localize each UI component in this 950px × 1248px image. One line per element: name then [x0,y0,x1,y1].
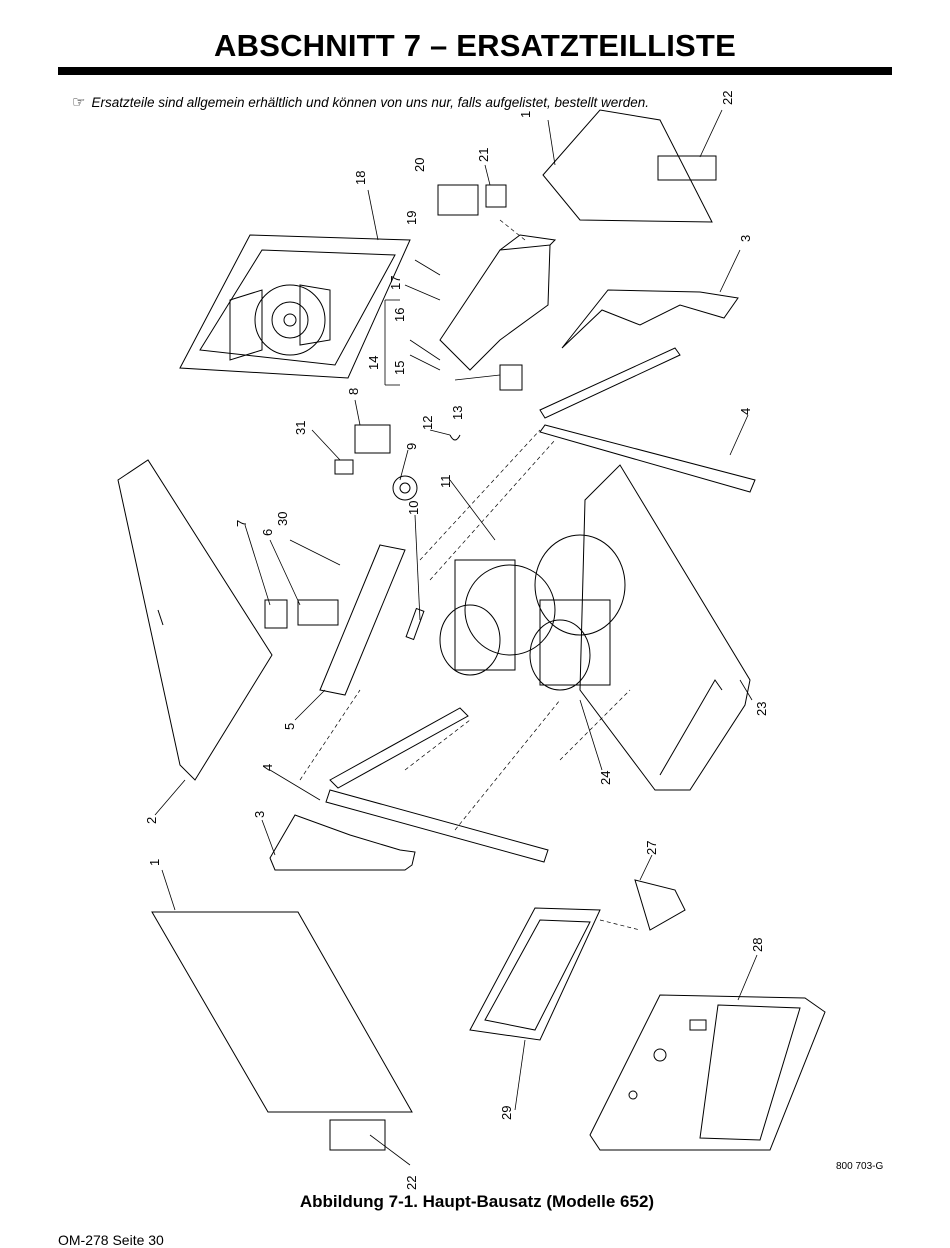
callout: 1 [147,859,162,866]
transformer-assembly [439,534,626,691]
control-board [469,907,601,1041]
side-panel-top [542,109,713,223]
callout: 3 [252,811,267,818]
fan-panel [179,234,411,379]
label-plate-bottom [329,1119,386,1151]
label-plate-top [657,155,717,181]
rail-top-right [539,347,681,419]
parts-note: ☞ Ersatzteile sind allgemein erhältlich … [72,93,649,111]
heatsink [439,244,551,371]
callout: 10 [406,501,421,515]
callout: 31 [293,421,308,435]
callout: 11 [438,475,453,489]
terminal-block [354,424,391,454]
rail-mid-right [539,424,756,493]
callout: 30 [275,512,290,526]
callout: 19 [404,211,419,225]
bracket-plate [297,599,339,626]
shunt [405,607,425,641]
page-title: ABSCHNITT 7 – ERSATZTEILLISTE [214,28,736,63]
callout: 24 [598,771,613,785]
rear-panel-bottom [269,814,416,871]
figure-caption: Abbildung 7-1. Haupt-Bausatz (Modelle 65… [299,1192,655,1211]
callout: 16 [392,308,407,322]
callout: 3 [738,235,753,242]
callout: 18 [353,171,368,185]
callout: 2 [144,817,159,824]
parts-note-text: Ersatzteile sind allgemein erhältlich un… [91,94,650,110]
current-sensor [392,475,418,501]
callout: 22 [404,1176,419,1190]
base-frame [579,464,751,791]
callout: 21 [476,148,491,162]
callout: 6 [260,529,275,536]
callout: 14 [366,356,381,370]
callout: 9 [404,443,419,450]
rear-panel-top [561,289,739,349]
side-panel-bottom [151,911,413,1113]
side-panel-left [117,459,273,781]
rail-bottom [325,789,549,863]
fan-motor [229,284,331,361]
callout: 20 [412,158,427,172]
callout: 22 [720,91,735,105]
callout: 7 [234,520,249,527]
title-divider [58,67,892,75]
callout: 27 [644,841,659,855]
callout: 12 [420,416,435,430]
page-footer: OM-278 Seite 30 [58,1232,164,1248]
callout: 4 [260,764,275,771]
callout: 1 [518,111,533,118]
callout: 28 [750,938,765,952]
callout: 29 [499,1106,514,1120]
callout: 5 [282,723,297,730]
pointing-hand-icon: ☞ [72,94,86,111]
callout: 4 [738,408,753,415]
board-bracket [634,879,686,931]
callout: 13 [450,406,465,420]
callout-labels: 1 22 20 21 18 19 3 17 16 14 15 13 8 4 12… [144,91,769,1190]
rectifier-block [437,184,479,216]
figure-code: 800 703-G [836,1161,884,1172]
thermostat [499,364,523,391]
rail-bottom-left [329,707,469,789]
callout: 17 [388,276,403,290]
front-bracket [319,544,406,696]
callout: 15 [392,361,407,375]
callout: 23 [754,702,769,716]
callout: 8 [346,388,361,395]
front-panel [589,994,826,1151]
